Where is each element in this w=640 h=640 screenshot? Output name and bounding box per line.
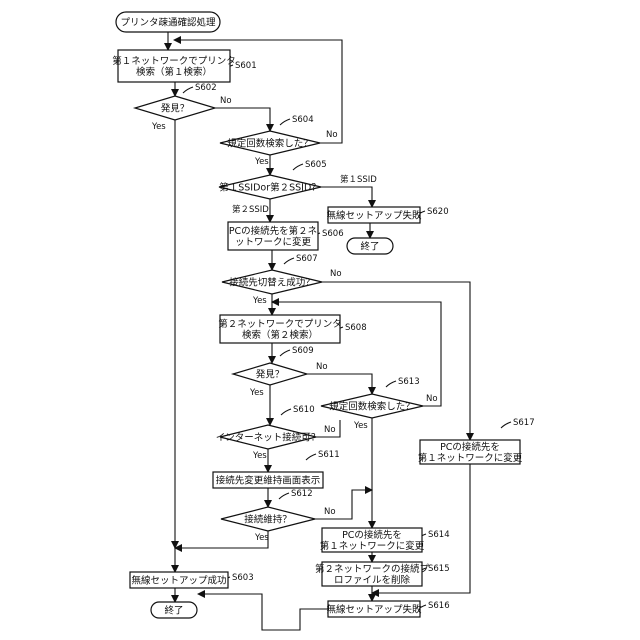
edge-label-s610-yes: Yes xyxy=(252,451,267,461)
step-S602: S602 xyxy=(195,83,217,93)
edge-label-s605-first: 第１SSID xyxy=(340,174,377,185)
step-leader xyxy=(284,258,294,264)
step-S620: S620 xyxy=(427,207,449,217)
node-end2-text: 終了 xyxy=(360,241,379,253)
node-s613-text: 規定回数検索した？ xyxy=(329,401,415,413)
edge-label-s609-yes: Yes xyxy=(249,388,264,398)
step-S604: S604 xyxy=(292,115,314,125)
step-leader xyxy=(306,454,316,460)
connector-3 xyxy=(215,108,270,131)
node-s606-text: PCの接続先を第２ネ xyxy=(229,225,317,237)
edge-label-s605-second: 第２SSID xyxy=(232,204,269,215)
edge-label-s607-yes: Yes xyxy=(252,296,267,306)
node-s601-text: 検索（第１検索） xyxy=(136,66,212,78)
node-s614-text: PCの接続先を xyxy=(342,529,402,541)
node-s617-text: 第１ネットワークに変更 xyxy=(418,452,523,464)
step-S606: S606 xyxy=(322,229,344,239)
node-s607-text: 接続先切替え成功？ xyxy=(229,277,315,289)
node-start-text: プリンタ疎通確認処理 xyxy=(120,17,216,29)
node-s615-text: 第２ネットワークの接続プ xyxy=(315,563,430,575)
node-s611-text: 接続先変更維持画面表示 xyxy=(216,475,321,487)
step-S615: S615 xyxy=(428,564,450,574)
connector-7 xyxy=(321,187,372,207)
step-leader xyxy=(386,381,396,387)
connector-11 xyxy=(322,282,470,440)
node-end1-text: 終了 xyxy=(164,605,183,617)
step-S614: S614 xyxy=(428,530,450,540)
node-s606-text: ットワークに変更 xyxy=(235,236,312,248)
step-S612: S612 xyxy=(291,489,313,499)
step-S613: S613 xyxy=(398,377,420,387)
edge-label-s612-yes: Yes xyxy=(254,533,269,543)
step-S607: S607 xyxy=(296,254,318,264)
step-leader xyxy=(501,422,511,428)
step-S611: S611 xyxy=(318,450,340,460)
step-leader xyxy=(183,87,193,93)
edge-label-s604-yes: Yes xyxy=(254,157,269,167)
step-S609: S609 xyxy=(292,346,314,356)
step-leader xyxy=(280,119,290,125)
node-s608-text: 第２ネットワークでプリンタ xyxy=(218,318,342,330)
edge-label-s612-no: No xyxy=(324,507,336,517)
node-s603-text: 無線セットアップ成功 xyxy=(131,575,226,587)
node-s602-text: 発見？ xyxy=(161,103,190,115)
node-s620-text: 無線セットアップ失敗 xyxy=(326,210,422,222)
step-S608: S608 xyxy=(345,323,367,333)
edge-label-s607-no: No xyxy=(330,269,342,279)
step-S616: S616 xyxy=(428,601,450,611)
step-S601: S601 xyxy=(235,61,257,71)
step-S610: S610 xyxy=(293,405,315,415)
node-s601-text: 第１ネットワークでプリンタ xyxy=(112,55,236,67)
connector-28 xyxy=(198,594,328,630)
step-S605: S605 xyxy=(305,160,327,170)
edge-label-s609-no: No xyxy=(316,362,328,372)
step-leader xyxy=(280,350,290,356)
edge-label-s602-yes: Yes xyxy=(151,122,166,132)
node-s608-text: 検索（第２検索） xyxy=(242,329,318,341)
edge-label-s604-no: No xyxy=(326,130,338,140)
edge-label-s613-no: No xyxy=(426,394,438,404)
step-S617: S617 xyxy=(513,418,535,428)
edge-label-s613-yes: Yes xyxy=(353,421,368,431)
connector-14 xyxy=(307,374,372,394)
step-leader xyxy=(293,164,303,170)
node-s612-text: 接続維持？ xyxy=(244,514,292,526)
edge-label-s610-no: No xyxy=(324,425,336,435)
node-s610-text: インターネット接続可？ xyxy=(216,432,321,444)
edge-label-s602-no: No xyxy=(220,96,232,106)
node-s604-text: 規定回数検索した？ xyxy=(227,138,313,150)
step-leader xyxy=(279,493,289,499)
node-s617-text: PCの接続先を xyxy=(440,441,500,453)
node-s605-text: 第１SSIDor第２SSID？ xyxy=(219,182,321,194)
node-s615-text: ロファイルを削除 xyxy=(334,574,411,586)
step-S603: S603 xyxy=(232,573,254,583)
node-s614-text: 第１ネットワークに変更 xyxy=(320,540,425,552)
node-s609-text: 発見？ xyxy=(256,369,285,381)
step-leader xyxy=(281,409,291,415)
node-s616-text: 無線セットアップ失敗 xyxy=(326,604,422,616)
